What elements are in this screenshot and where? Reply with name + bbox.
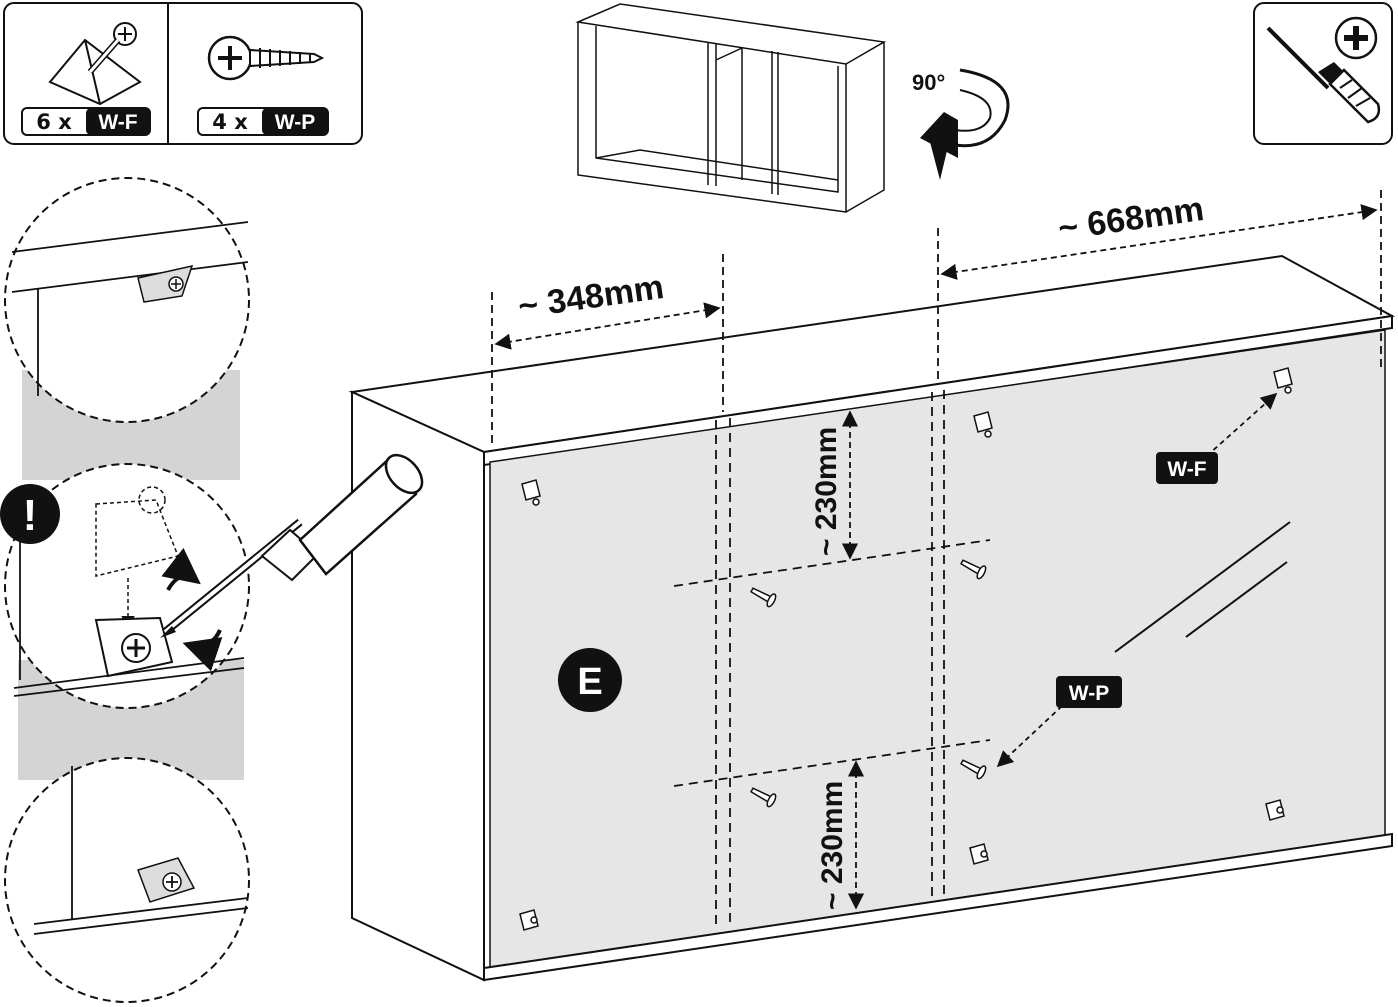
detail-lens-top (4, 177, 250, 423)
warning-symbol: ! (23, 491, 38, 540)
detail-lens-middle (4, 463, 250, 709)
dimension-width-left: ~ 348mm (516, 268, 666, 326)
dimension-height-top: ~ 230mm (810, 427, 843, 556)
plus-head-icon (1334, 16, 1378, 60)
panel-letter: E (577, 661, 602, 703)
part-code-wf: W-F (98, 111, 137, 134)
wf-bracket-marks (519, 367, 1293, 931)
part-count-wf: 6 x (36, 110, 72, 134)
dimension-height-bottom: ~ 230mm (816, 781, 849, 910)
wf-callout (1156, 452, 1218, 484)
detail-lens-bottom (4, 757, 250, 1003)
wp-screw-marks (750, 559, 987, 808)
wf-callout-label: W-F (1167, 458, 1206, 481)
corner-bracket-icon (48, 22, 142, 106)
screwdriver-icon (160, 453, 424, 638)
part-count-badge-wp: 4 x W-P (197, 107, 329, 136)
warning-icon: ! (0, 484, 60, 544)
tool-box (1253, 2, 1393, 145)
part-count-wp: 4 x (212, 110, 248, 134)
cabinet-overview (575, 3, 887, 213)
cabinet-main: E W-F (348, 254, 1396, 982)
rotation-label: 90° (912, 70, 945, 95)
phillips-screwdriver-icon (1266, 26, 1381, 124)
wp-callout (1056, 676, 1122, 708)
screw-icon (207, 35, 325, 81)
dimension-lines (491, 190, 1382, 910)
wp-callout-label: W-P (1069, 682, 1109, 705)
part-count-badge-wf: 6 x W-F (21, 107, 151, 136)
rotate-90-arrow-icon (920, 68, 1010, 180)
part-code-wp: W-P (275, 111, 315, 134)
parts-box: 6 x W-F 4 x W-P (3, 2, 363, 145)
detail-lenses: ! (0, 177, 424, 1003)
